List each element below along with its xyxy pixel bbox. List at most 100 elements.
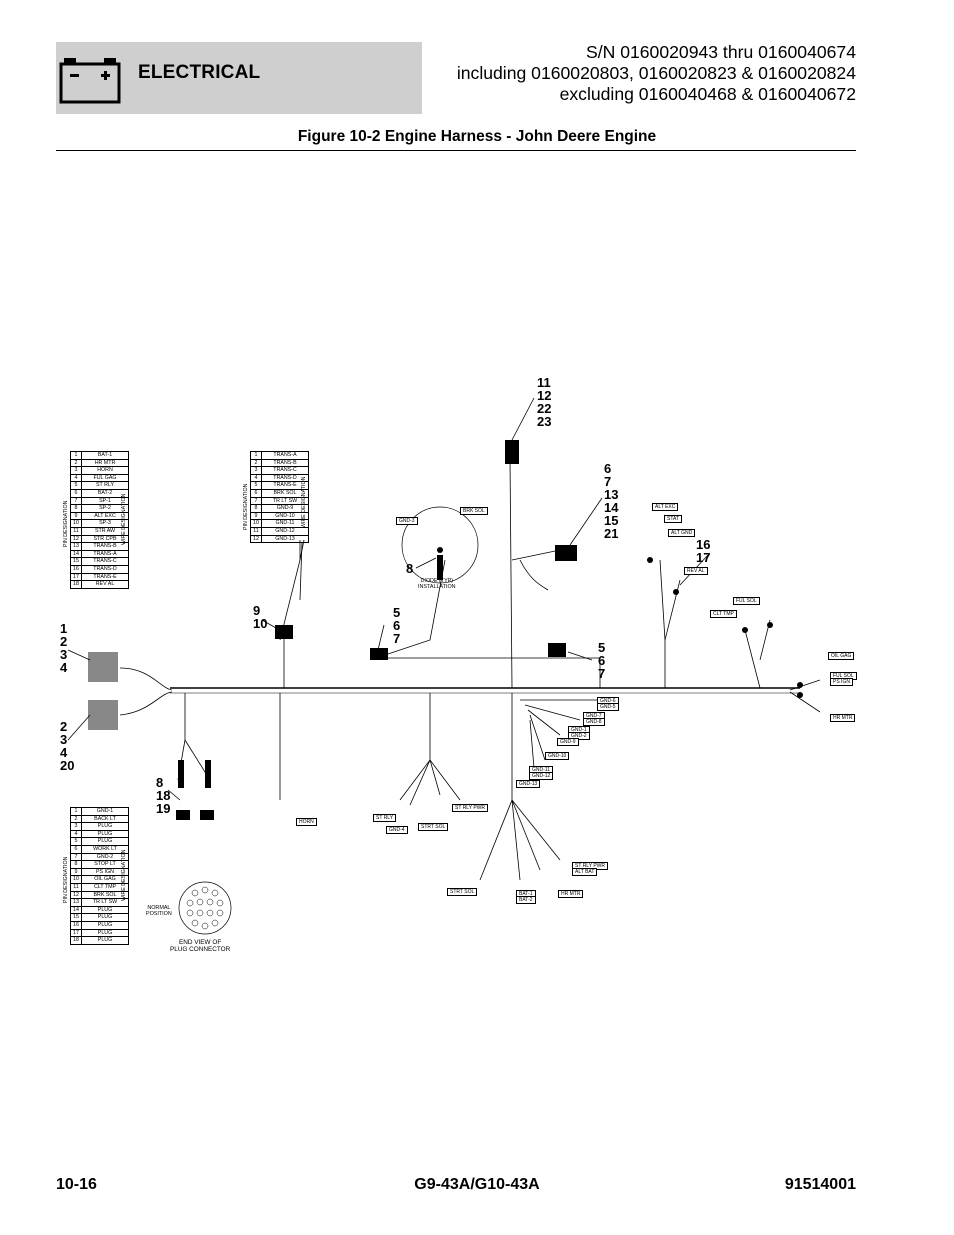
pin-number: 7 — [70, 496, 82, 506]
pin-number: 1 — [250, 451, 262, 460]
wire-name: ST RLY — [81, 481, 129, 490]
diode-note: DIODE (TYP)INSTALLATION — [418, 578, 456, 590]
pin-number: 3 — [70, 822, 82, 831]
wire-label: ALT GND — [668, 529, 696, 537]
header-rule — [56, 150, 856, 151]
wire-designation-label: WIRE DESIGNATION — [121, 493, 127, 545]
pin-number: 11 — [70, 526, 82, 536]
pin-number: 9 — [70, 511, 82, 521]
callout-group: 8 — [406, 561, 414, 576]
pin-number: 14 — [70, 905, 82, 915]
pin-number: 15 — [70, 557, 82, 566]
pin-number: 5 — [250, 481, 262, 490]
wire-name: BACK LT — [81, 814, 129, 824]
pin-number: 13 — [70, 542, 82, 551]
wire-label: ALT EXC — [652, 503, 679, 511]
wire-label: STAT — [664, 515, 683, 523]
wire-label: CLT TMP — [710, 610, 737, 618]
pin-designation-label: PIN DESIGNATION — [63, 856, 69, 903]
pin-number: 15 — [70, 913, 82, 922]
wire-name: REV AL — [81, 580, 129, 589]
pin-number: 4 — [70, 829, 82, 839]
pin-number: 16 — [70, 564, 82, 574]
wire-label: GND-13 — [516, 780, 541, 788]
pin-number: 4 — [70, 473, 82, 483]
wire-name: HR MTR — [81, 458, 129, 468]
pin-number: 12 — [70, 890, 82, 900]
pin-number: 1 — [70, 807, 82, 816]
pin-number: 10 — [250, 519, 262, 528]
wire-label: BAT-2 — [516, 896, 536, 904]
pin-number: 1 — [70, 451, 82, 460]
pin-number: 3 — [70, 466, 82, 475]
pin-number: 11 — [70, 882, 82, 892]
wire-label: PS IGN — [830, 678, 853, 686]
wire-label: GND-2 — [568, 732, 590, 740]
wire-name: GND-12 — [261, 526, 309, 536]
wire-name: PLUG — [81, 829, 129, 839]
figure-title: Figure 10-2 Engine Harness - John Deere … — [297, 128, 657, 145]
wire-label: STRT SOL — [418, 823, 449, 831]
pin-number: 6 — [70, 488, 82, 498]
pin-number: 14 — [70, 549, 82, 559]
pin-number: 4 — [250, 473, 262, 483]
wire-label: ALT BAT — [572, 868, 598, 876]
pin-number: 12 — [70, 534, 82, 544]
wire-label: STRT SOL — [447, 888, 478, 896]
pin-designation-label: PIN DESIGNATION — [243, 483, 249, 530]
serial-line: S/N 0160020943 thru 0160040674 — [585, 42, 856, 62]
wire-label: ST RLY PWR — [452, 804, 489, 812]
wire-name: GND-13 — [261, 534, 309, 544]
wire-name: TRANS-C — [261, 466, 309, 475]
wire-name: PLUG — [81, 936, 129, 945]
pin-number: 8 — [70, 504, 82, 513]
pin-number: 12 — [250, 534, 262, 544]
pin-number: 2 — [70, 458, 82, 468]
pin-number: 9 — [250, 511, 262, 521]
wire-name: PLUG — [81, 928, 129, 938]
wire-name: PLUG — [81, 920, 129, 930]
pin-designation-label: PIN DESIGNATION — [63, 500, 69, 547]
pin-number: 17 — [70, 572, 82, 582]
wire-designation-label: WIRE DESIGNATION — [121, 849, 127, 901]
page-number: 10-16 — [56, 1176, 97, 1193]
wire-label: GND-4 — [386, 826, 408, 834]
wire-name: HORN — [81, 466, 129, 475]
pin-number: 10 — [70, 875, 82, 884]
pin-number: 2 — [70, 814, 82, 824]
pin-number: 2 — [250, 458, 262, 468]
pin-number: 13 — [70, 898, 82, 907]
